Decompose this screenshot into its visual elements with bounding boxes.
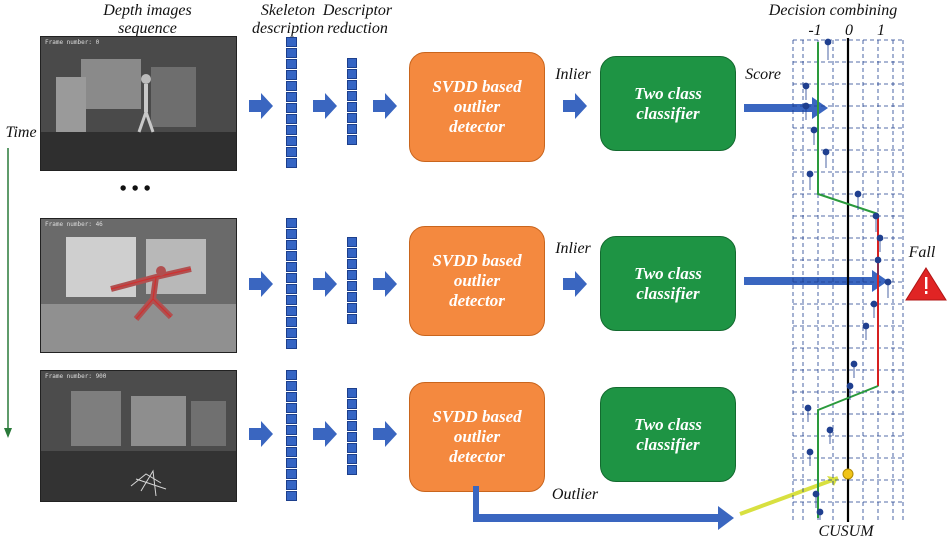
outlier-label: Outlier [551,486,599,503]
depth-frame-1: Frame number: 0 [40,36,237,171]
depth-frame-2: Frame number: 46 [40,218,237,353]
depth-scene-2 [41,219,236,352]
two-class-classifier-1: Two class classifier [600,56,736,151]
axis-tick-0: 0 [845,22,853,39]
two-class-classifier-2: Two class classifier [600,236,736,331]
cusum-label: CUSUM [818,523,874,540]
frame-number-label: Frame number: 46 [45,221,103,228]
outlier-point [842,468,854,480]
frame-number-label: Frame number: 0 [45,39,100,46]
reduced-descriptor-1 [347,58,357,145]
fall-label: Fall [908,244,936,261]
inlier-label-2: Inlier [555,240,591,257]
decision-combining-header: Decision combining [768,2,898,19]
svdd-outlier-detector-2: SVDD based outlier detector [409,226,545,336]
depth-images-header: Depth images sequence [103,2,192,37]
depth-scene-3 [41,371,236,501]
reduced-descriptor-2 [347,237,357,324]
axis-tick-1: 1 [877,22,885,39]
decision-grid [792,39,904,520]
skeleton-description-header: Skeleton description [252,2,324,37]
score-arrow-1 [744,97,828,119]
flow-arrows-row-1 [249,93,587,119]
axis-tick-minus1: -1 [808,22,822,39]
cusum-green-lower [817,385,879,518]
ellipsis: • • • [119,178,151,200]
score-label: Score [745,66,781,83]
depth-scene-1 [41,37,236,170]
inlier-label-1: Inlier [555,66,591,83]
flow-arrows-row-2 [249,271,587,297]
depth-frame-3: Frame number: 900 [40,370,237,502]
skeleton-descriptor-2 [286,218,297,349]
descriptor-reduction-header: Descriptor reduction [322,2,393,37]
frame-number-label: Frame number: 900 [45,373,107,380]
score-points [802,38,892,520]
flow-arrows-row-3 [249,421,397,447]
time-label: Time [5,124,37,141]
two-class-classifier-3: Two class classifier [600,387,736,482]
svdd-outlier-detector-1: SVDD based outlier detector [409,52,545,162]
skeleton-descriptor-3 [286,370,297,501]
warning-icon [905,267,947,301]
skeleton-descriptor-1 [286,37,297,168]
outlier-arrow [473,486,734,530]
reduced-descriptor-3 [347,388,357,475]
score-arrow-2 [744,270,888,292]
outlier-link [739,476,839,516]
svdd-outlier-detector-3: SVDD based outlier detector [409,382,545,492]
